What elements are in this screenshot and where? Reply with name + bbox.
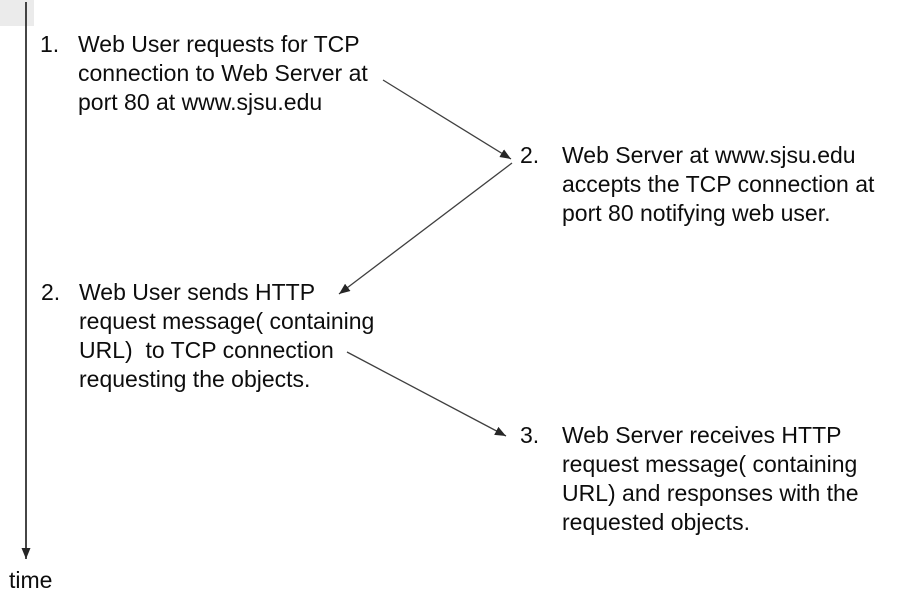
- step-4-line-1: Web Server receives HTTP: [562, 422, 842, 448]
- step-1: 1. Web User requests for TCP connection …: [40, 30, 368, 117]
- step-3-line-4: requesting the objects.: [79, 366, 311, 392]
- step-2-line-1: Web Server at www.sjsu.edu: [562, 142, 856, 168]
- step-3-text: Web User sends HTTP request message( con…: [79, 278, 374, 394]
- step-4-line-2: request message( containing: [562, 451, 858, 477]
- step-1-number: 1.: [40, 31, 60, 57]
- step-1-line-3: port 80 at www.sjsu.edu: [78, 89, 323, 115]
- step-2-number: 2.: [520, 142, 540, 168]
- step-4: 3. Web Server receives HTTP request mess…: [520, 421, 859, 537]
- step-1-line-2: connection to Web Server at: [78, 60, 368, 86]
- scan-artifact-corner: [0, 0, 34, 26]
- step-4-line-3: URL) and responses with the: [562, 480, 859, 506]
- step-3-number: 2.: [41, 279, 61, 305]
- arrow-step3-to-step4: [346, 351, 507, 437]
- step-4-text: Web Server receives HTTP request message…: [562, 421, 859, 537]
- step-2-text: Web Server at www.sjsu.edu accepts the T…: [562, 141, 874, 228]
- step-4-line-4: requested objects.: [562, 509, 750, 535]
- step-4-number: 3.: [520, 422, 540, 448]
- step-2-line-3: port 80 notifying web user.: [562, 200, 831, 226]
- arrow-step2-to-step3: [338, 162, 513, 295]
- step-1-line-1: Web User requests for TCP: [78, 31, 360, 57]
- step-2: 2. Web Server at www.sjsu.edu accepts th…: [520, 141, 874, 228]
- step-1-text: Web User requests for TCP connection to …: [78, 30, 368, 117]
- step-3: 2. Web User sends HTTP request message( …: [41, 278, 374, 394]
- step-2-line-2: accepts the TCP connection at: [562, 171, 875, 197]
- arrow-step1-to-step2: [382, 79, 512, 160]
- step-3-line-1: Web User sends HTTP: [79, 279, 316, 305]
- step-3-line-3: URL) to TCP connection: [79, 337, 334, 363]
- step-3-line-2: request message( containing: [79, 308, 375, 334]
- time-axis-label: time: [9, 567, 53, 593]
